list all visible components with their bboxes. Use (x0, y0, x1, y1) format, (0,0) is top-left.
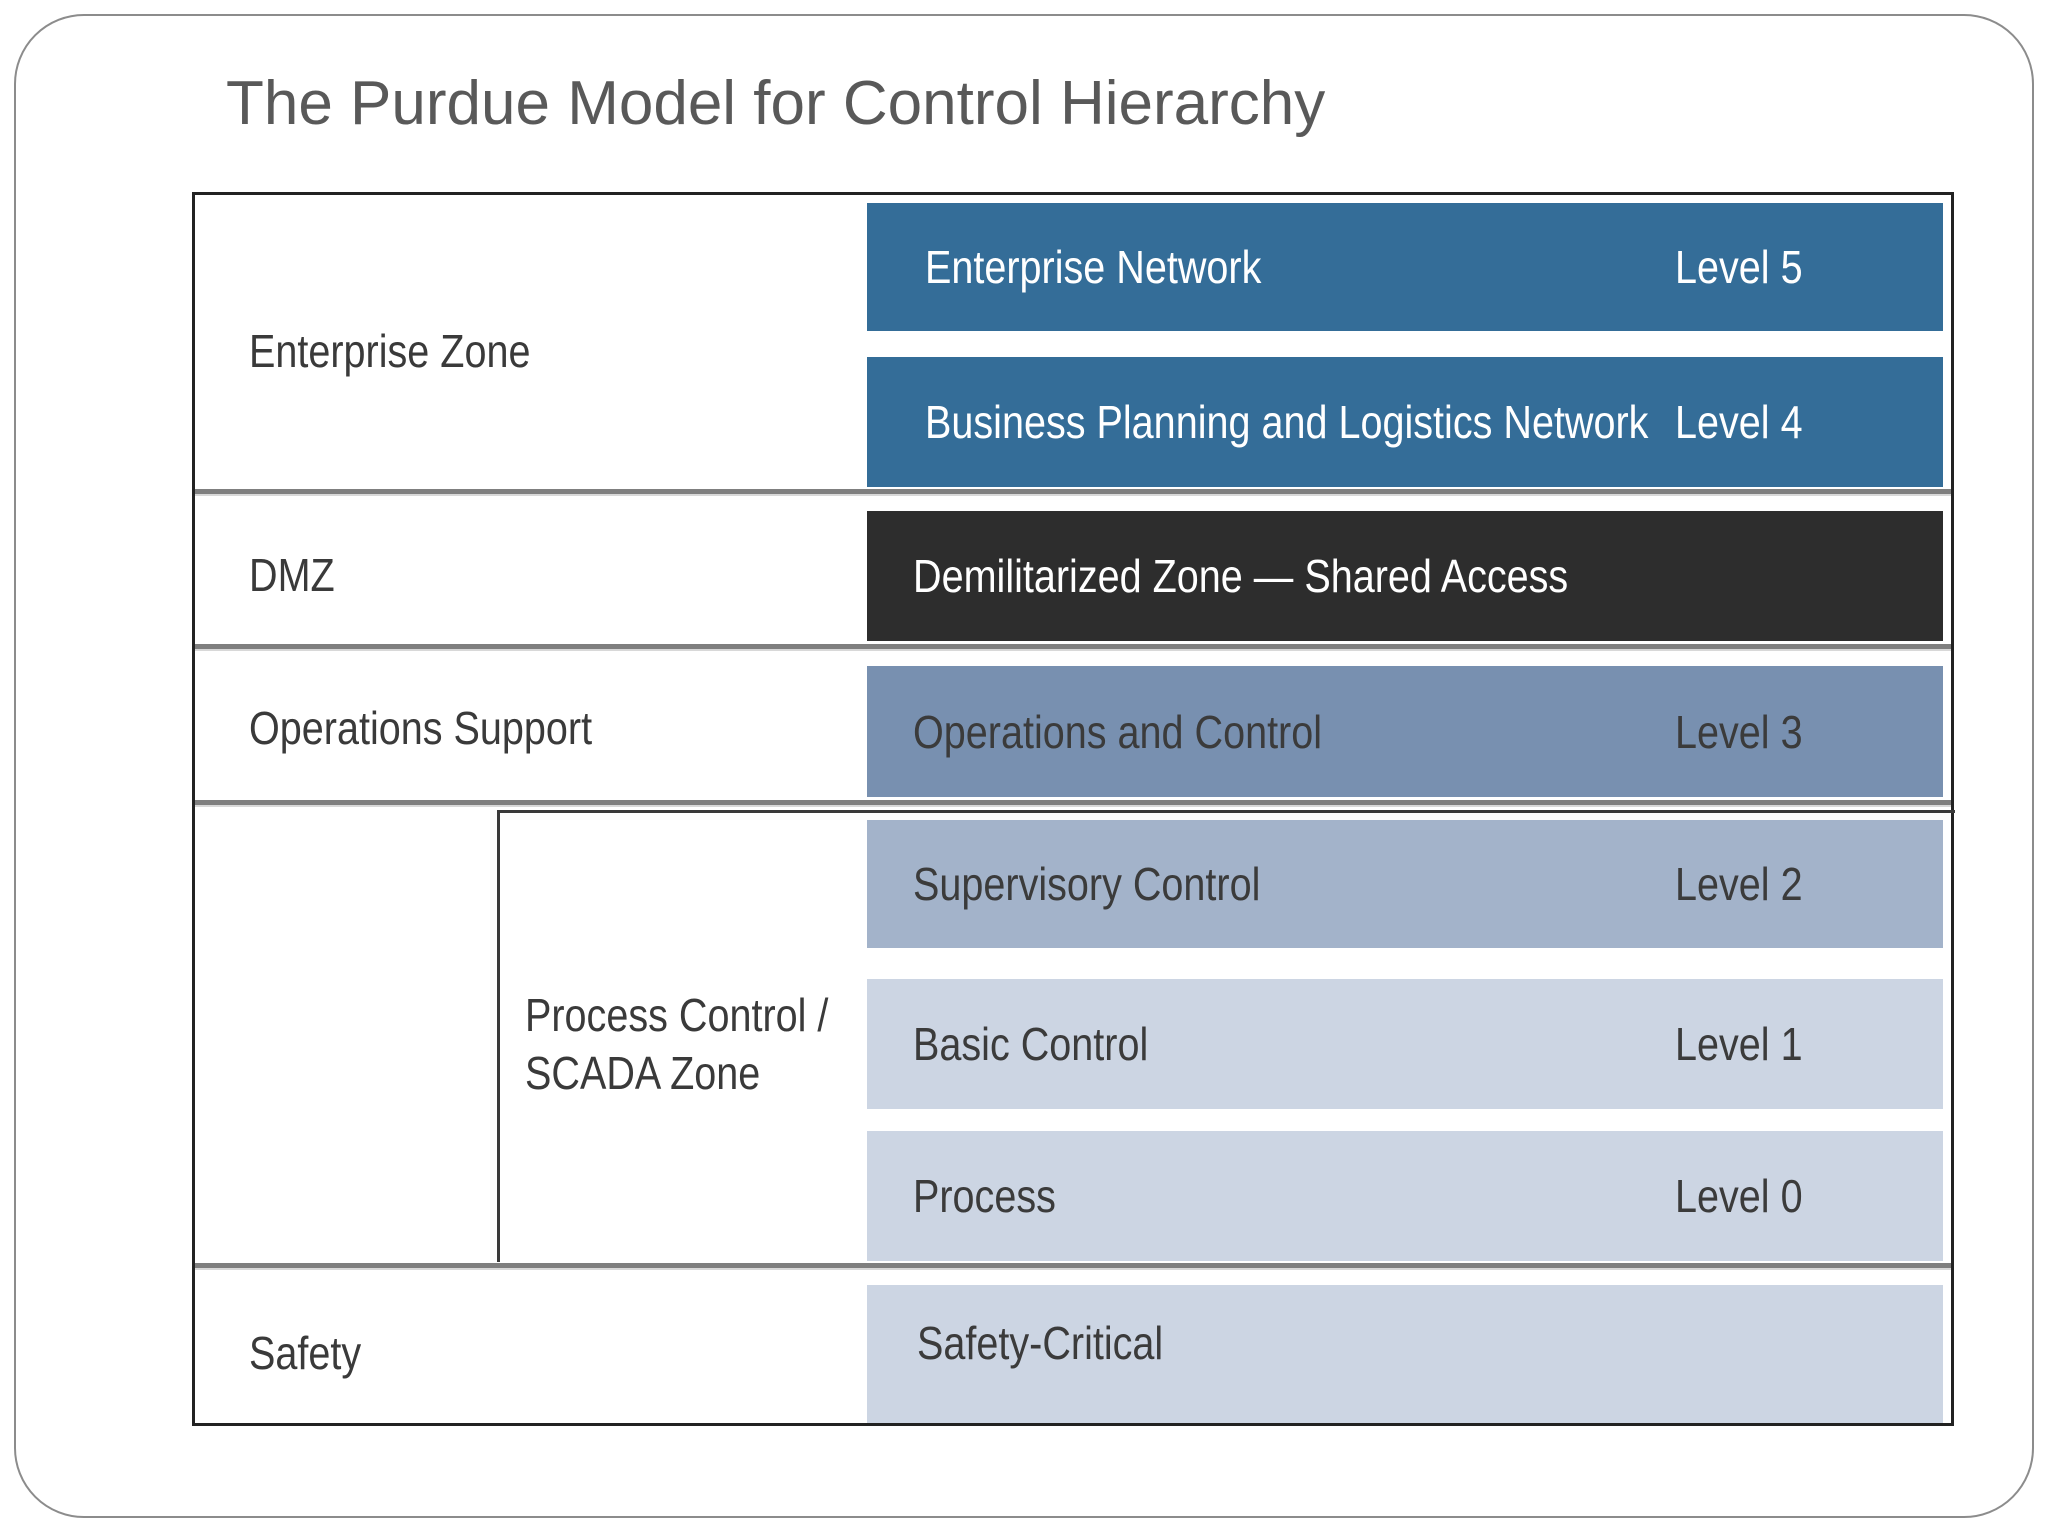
level-badge: Level 0 (1675, 1170, 1803, 1222)
zone-separator (195, 800, 1951, 807)
bar-level-5: Enterprise Network Level 5 (867, 203, 1943, 331)
bar-label: Demilitarized Zone — Shared Access (913, 550, 1569, 602)
zone-separator (195, 644, 1951, 651)
zone-separator (195, 489, 1951, 496)
bar-label: Supervisory Control (913, 858, 1261, 910)
level-badge: Level 2 (1675, 858, 1803, 910)
bar-level-4: Business Planning and Logistics Network … (867, 357, 1943, 487)
level-badge: Level 3 (1675, 705, 1803, 758)
zone-label-scada-line1: Process Control / (525, 989, 829, 1041)
bar-label: Operations and Control (913, 705, 1323, 758)
bar-level-2: Supervisory Control Level 2 (867, 820, 1943, 948)
bar-level-3: Operations and Control Level 3 (867, 666, 1943, 797)
bar-label: Basic Control (913, 1018, 1149, 1070)
scada-zone-box (497, 810, 1955, 1262)
level-badge: Level 1 (1675, 1018, 1803, 1070)
level-badge: Level 4 (1675, 396, 1803, 448)
bar-level-1: Basic Control Level 1 (867, 979, 1943, 1109)
zone-label-enterprise: Enterprise Zone (249, 325, 531, 377)
zone-label-scada: Process Control / SCADA Zone (525, 987, 828, 1102)
bar-label: Process (913, 1170, 1056, 1222)
zone-label-safety: Safety (249, 1327, 362, 1379)
zone-label-dmz: DMZ (249, 549, 335, 601)
bar-level-0: Process Level 0 (867, 1131, 1943, 1261)
purdue-model-diagram: Enterprise Zone DMZ Operations Support P… (192, 192, 1955, 1426)
bar-label: Safety-Critical (917, 1316, 1164, 1369)
bar-dmz: Demilitarized Zone — Shared Access (867, 511, 1943, 641)
zone-separator (195, 1263, 1951, 1270)
zone-label-operations: Operations Support (249, 702, 593, 754)
level-badge: Level 5 (1675, 241, 1803, 293)
bar-label: Enterprise Network (925, 241, 1262, 293)
slide-title: The Purdue Model for Control Hierarchy (226, 69, 1326, 138)
bar-label: Business Planning and Logistics Network (925, 396, 1649, 448)
bar-safety: Safety-Critical (867, 1285, 1943, 1423)
zone-label-scada-line2: SCADA Zone (525, 1046, 761, 1099)
